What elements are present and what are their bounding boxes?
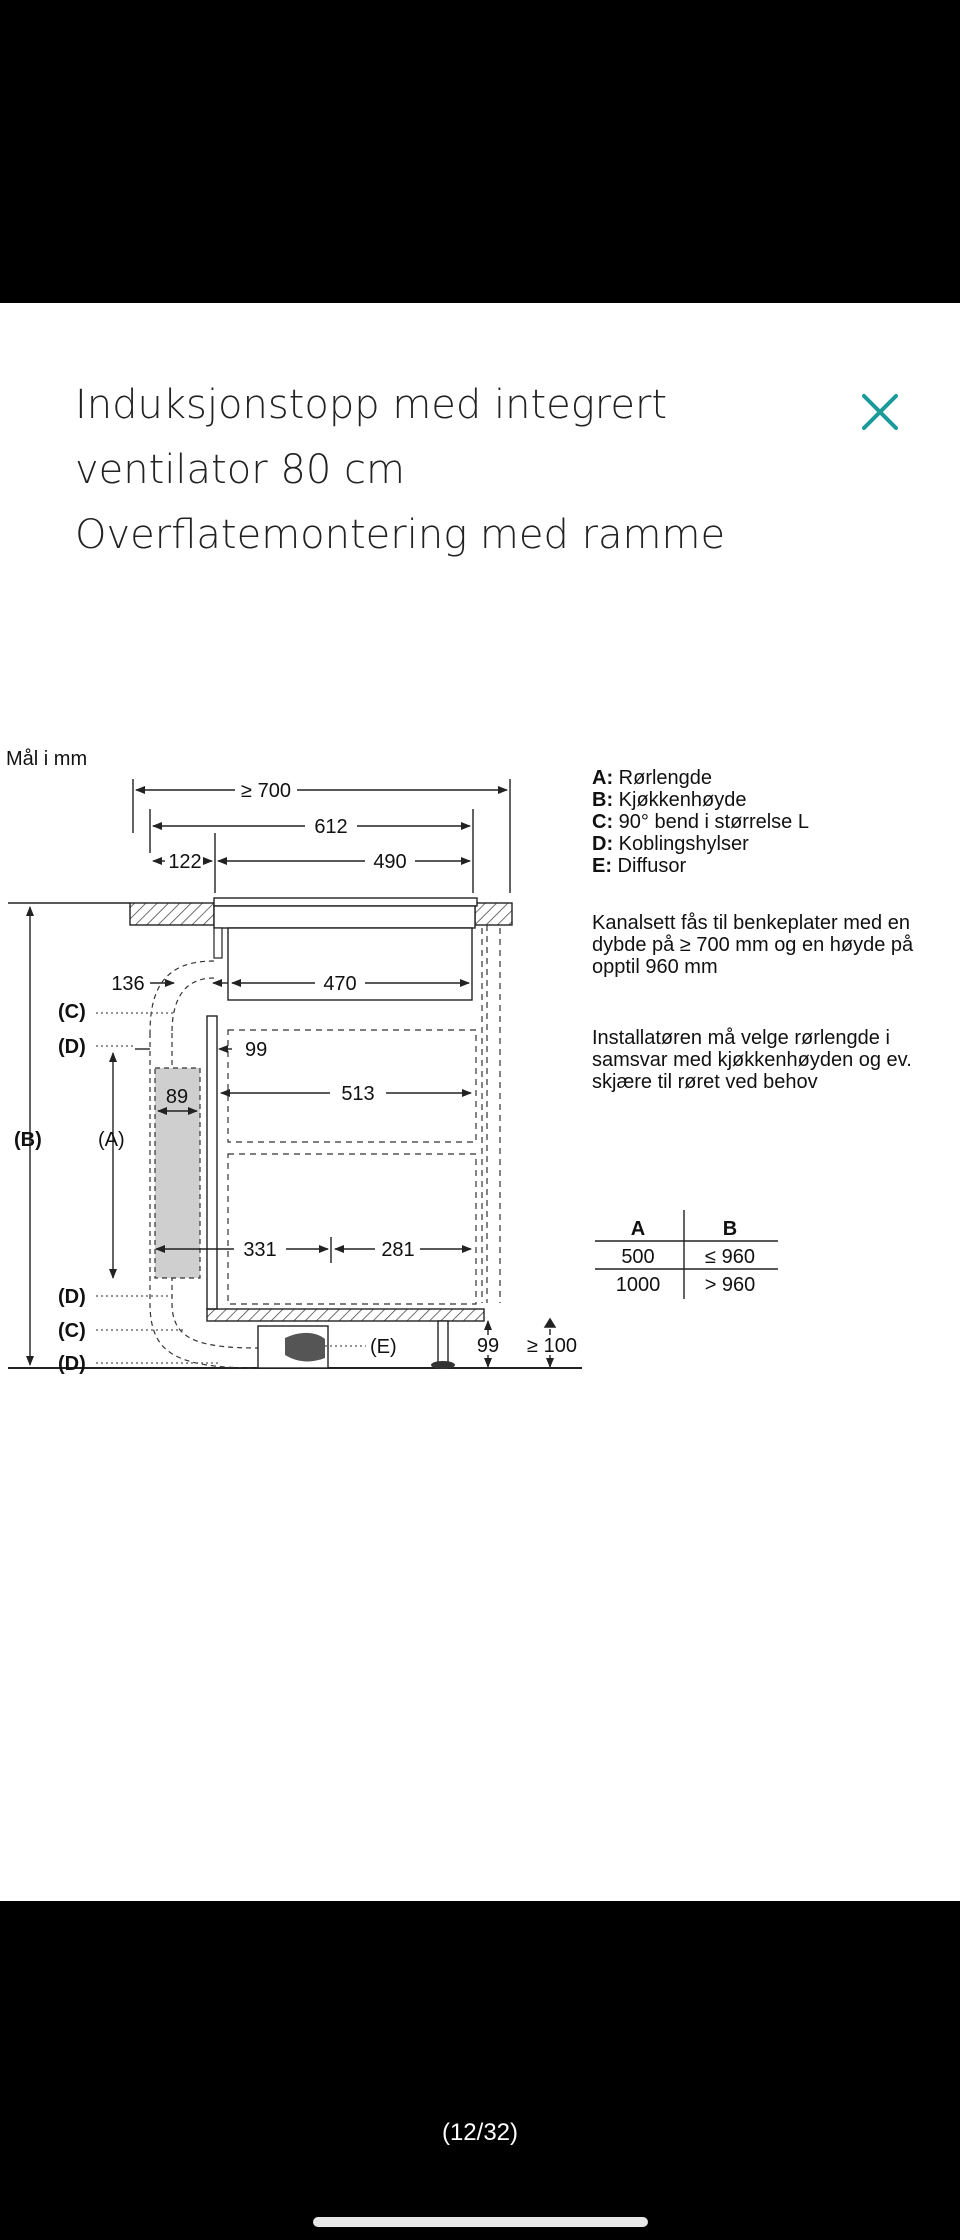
- legend-b: B: Kjøkkenhøyde: [592, 789, 747, 811]
- worktop-left: [129, 902, 215, 926]
- close-button[interactable]: [852, 384, 908, 440]
- units-label: Mål i mm: [6, 748, 87, 770]
- legend-d: D: Koblingshylser: [592, 833, 749, 855]
- title-line-3: Overflatemontering med ramme: [75, 512, 726, 558]
- ventilator-unit: [227, 927, 473, 1001]
- dim-490: 490: [373, 851, 406, 873]
- dim-99-bottom: 99: [477, 1335, 499, 1357]
- installation-diagram: Mål i mm ≥ 700 612 122 490: [6, 748, 914, 1375]
- label-d-top: (D): [58, 1036, 86, 1058]
- legend-a: A: Rørlengde: [592, 767, 712, 789]
- table-cell: 1000: [616, 1274, 661, 1296]
- home-indicator[interactable]: [313, 2217, 648, 2227]
- cooktop: [213, 897, 478, 907]
- status-bar-area: [0, 0, 960, 303]
- note2-line2: samsvar med kjøkkenhøyden og ev.: [592, 1049, 912, 1071]
- label-d-mid: (D): [58, 1286, 86, 1308]
- table-header-b: B: [723, 1218, 737, 1240]
- image-viewer-panel: Induksjonstopp med integrert ventilator …: [0, 303, 960, 1901]
- dim-122: 122: [168, 851, 201, 873]
- cabinet-wall: [206, 1015, 218, 1310]
- table-header-a: A: [631, 1218, 645, 1240]
- close-icon: [862, 394, 898, 430]
- legend-e: E: Diffusor: [592, 855, 686, 877]
- dim-612: 612: [314, 816, 347, 838]
- plinth: [206, 1308, 485, 1322]
- dim-89: 89: [166, 1086, 188, 1108]
- label-a: (A): [98, 1129, 125, 1151]
- table-cell: > 960: [705, 1274, 756, 1296]
- label-b: (B): [14, 1129, 42, 1151]
- title-line-1: Induksjonstopp med integrert: [75, 382, 668, 428]
- table-cell: 500: [621, 1246, 654, 1268]
- label-c-bottom: (C): [58, 1320, 86, 1342]
- image-counter: (12/32): [441, 2119, 519, 2146]
- table-cell: ≤ 960: [705, 1246, 755, 1268]
- note1-line1: Kanalsett fås til benkeplater med en: [592, 912, 910, 934]
- dim-100: ≥ 100: [527, 1335, 577, 1357]
- worktop-right: [474, 902, 513, 926]
- viewer-footer: (12/32): [0, 1901, 960, 2240]
- dim-513: 513: [341, 1083, 374, 1105]
- duct-pipe: [154, 1067, 201, 1279]
- dim-331: 331: [243, 1239, 276, 1261]
- note1-line3: opptil 960 mm: [592, 956, 718, 978]
- page-title: Induksjonstopp med integrert ventilator …: [75, 373, 855, 568]
- legend-c: C: 90° bend i størrelse L: [592, 811, 809, 833]
- note1-line2: dybde på ≥ 700 mm og en høyde på: [592, 934, 914, 956]
- label-e: (E): [370, 1336, 397, 1358]
- dim-700: ≥ 700: [241, 780, 291, 802]
- dim-136: 136: [111, 973, 144, 995]
- note2-line1: Installatøren må velge rørlengde i: [592, 1027, 890, 1049]
- dim-99-top: 99: [245, 1039, 267, 1061]
- dim-470: 470: [323, 973, 356, 995]
- title-line-2: ventilator 80 cm: [75, 447, 405, 493]
- label-d-bottom: (D): [58, 1353, 86, 1375]
- dim-281: 281: [381, 1239, 414, 1261]
- cooktop-body: [213, 905, 476, 929]
- note2-line3: skjære til røret ved behov: [592, 1071, 818, 1093]
- length-table: A B 500 ≤ 960 1000 > 960: [595, 1210, 778, 1299]
- label-c-top: (C): [58, 1001, 86, 1023]
